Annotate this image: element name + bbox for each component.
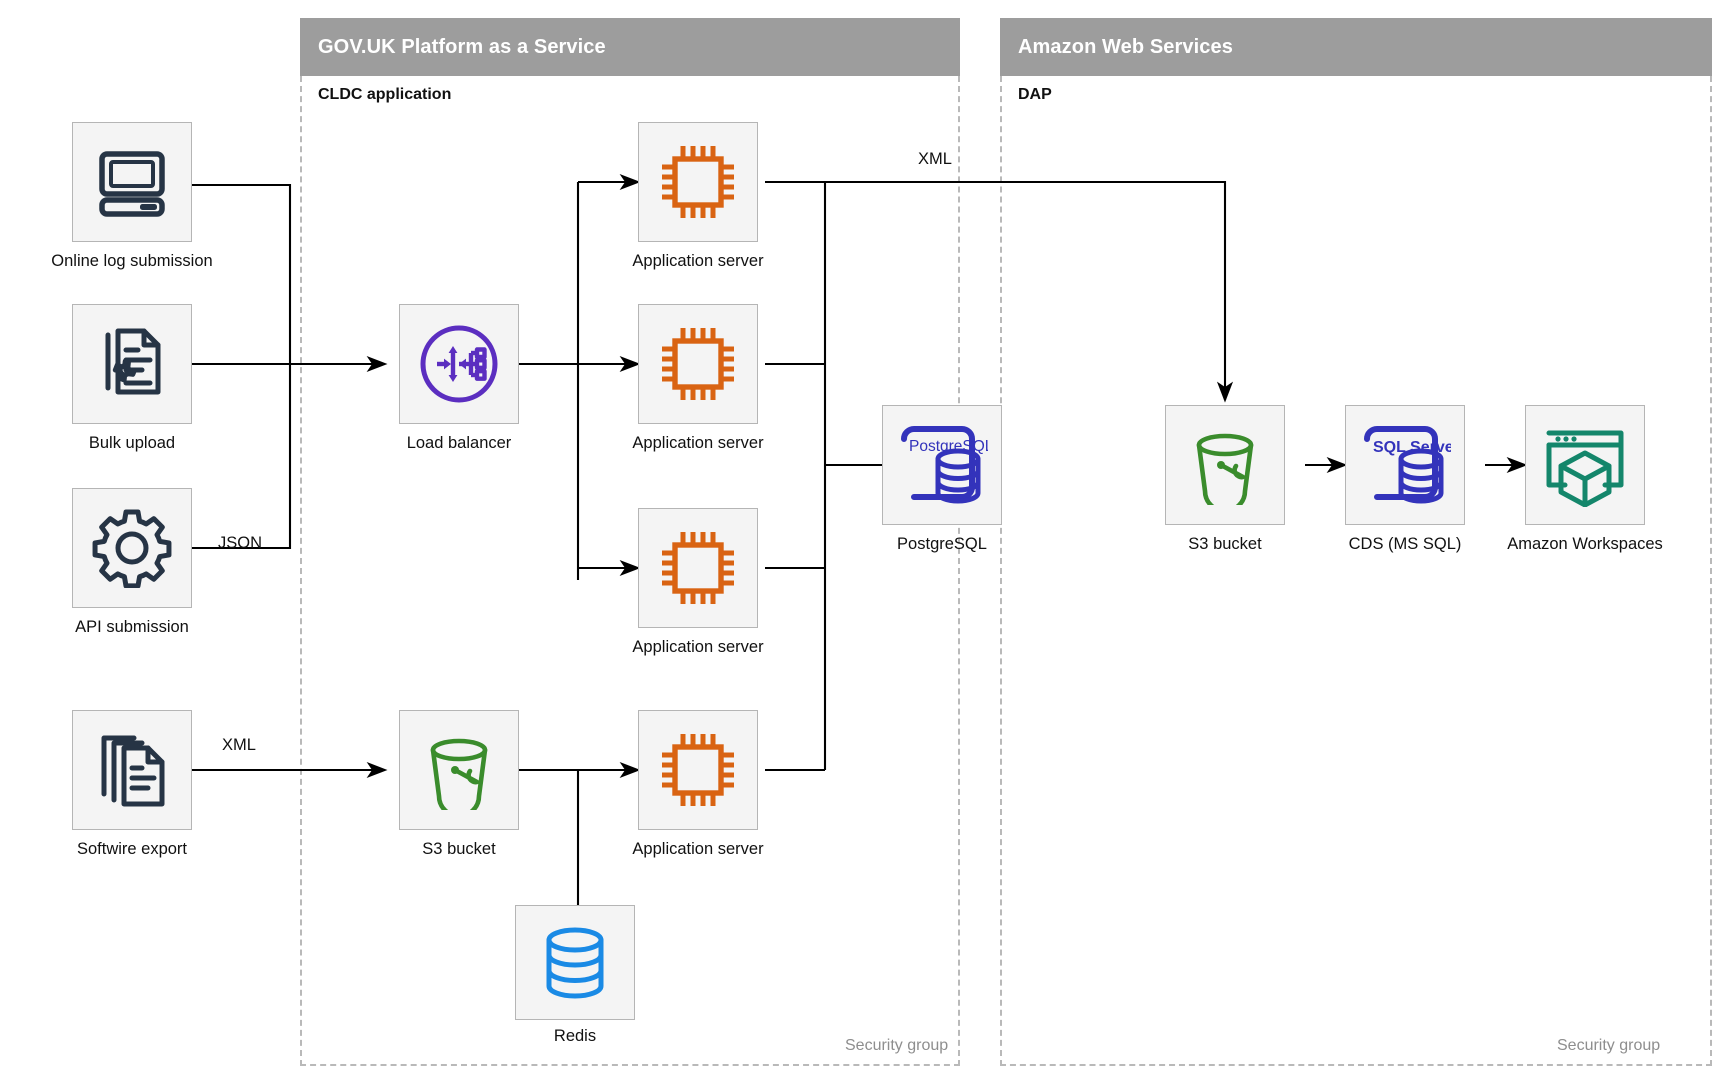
edge-label-json: JSON <box>218 534 263 552</box>
node-app-server-2[interactable] <box>638 304 758 424</box>
node-amazon-workspaces[interactable] <box>1525 405 1645 525</box>
node-load-balancer[interactable] <box>399 304 519 424</box>
group-header-paas: GOV.UK Platform as a Service <box>300 18 960 76</box>
cpu-chip-icon <box>662 146 734 218</box>
node-app-server-4[interactable] <box>638 710 758 830</box>
node-label-api-submission: API submission <box>75 618 189 636</box>
load-balancer-icon <box>420 325 498 403</box>
group-header-paas-title: GOV.UK Platform as a Service <box>318 35 606 58</box>
security-group-aws <box>1000 76 1712 1066</box>
cpu-chip-icon <box>662 532 734 604</box>
node-label-s3-bucket-paas: S3 bucket <box>422 840 496 858</box>
node-app-server-3[interactable] <box>638 508 758 628</box>
node-label-redis: Redis <box>553 1027 597 1045</box>
node-redis[interactable] <box>515 905 635 1020</box>
subsystem-label-cldc: CLDC application <box>318 86 452 103</box>
node-api-submission[interactable] <box>72 488 192 608</box>
node-label-postgresql: PostgreSQL <box>897 535 987 553</box>
cpu-chip-icon <box>662 734 734 806</box>
subsystem-label-dap: DAP <box>1018 86 1052 103</box>
security-group-label-paas: Security group <box>845 1037 949 1054</box>
s3-bucket-icon <box>430 738 488 810</box>
gear-icon <box>92 509 172 588</box>
node-softwire-export[interactable] <box>72 710 192 830</box>
node-label-s3-bucket-aws: S3 bucket <box>1188 535 1262 553</box>
security-group-label-aws: Security group <box>1557 1037 1661 1054</box>
s3-bucket-icon <box>1196 433 1254 505</box>
node-app-server-1[interactable] <box>638 122 758 242</box>
node-postgresql[interactable]: PostgreSQL <box>882 405 1002 525</box>
security-group-paas <box>300 76 960 1066</box>
node-label-bulk-upload: Bulk upload <box>88 434 176 452</box>
sql-server-icon: SQL Server <box>1364 426 1451 504</box>
node-label-load-balancer: Load balancer <box>406 434 512 452</box>
postgresql-icon: PostgreSQL <box>901 426 988 504</box>
node-cds-ms-sql[interactable]: SQL Server <box>1345 405 1465 525</box>
node-label-app-server-3: Application server <box>632 638 764 656</box>
edge-label-xml-softwire: XML <box>222 736 256 754</box>
edge-label-xml-dap: XML <box>918 150 952 168</box>
stacked-documents-icon <box>101 735 165 807</box>
node-label-app-server-4: Application server <box>632 840 764 858</box>
node-s3-bucket-aws[interactable] <box>1165 405 1285 525</box>
node-label-online-log-submission: Online log submission <box>51 252 213 270</box>
group-header-aws-title: Amazon Web Services <box>1018 35 1233 58</box>
node-s3-bucket-paas[interactable] <box>399 710 519 830</box>
node-bulk-upload[interactable] <box>72 304 192 424</box>
node-label-amazon-workspaces: Amazon Workspaces <box>1507 535 1663 553</box>
node-label-softwire-export: Softwire export <box>76 840 188 858</box>
node-online-log-submission[interactable] <box>72 122 192 242</box>
node-label-app-server-1: Application server <box>632 252 764 270</box>
node-label-cds-ms-sql: CDS (MS SQL) <box>1348 535 1462 553</box>
redis-database-icon <box>546 927 604 998</box>
document-gear-icon <box>105 328 161 395</box>
node-label-app-server-2: Application server <box>632 434 764 452</box>
cpu-chip-icon <box>662 328 734 400</box>
amazon-workspaces-icon <box>1546 430 1624 507</box>
group-header-aws: Amazon Web Services <box>1000 18 1712 76</box>
desktop-computer-icon <box>99 151 165 217</box>
